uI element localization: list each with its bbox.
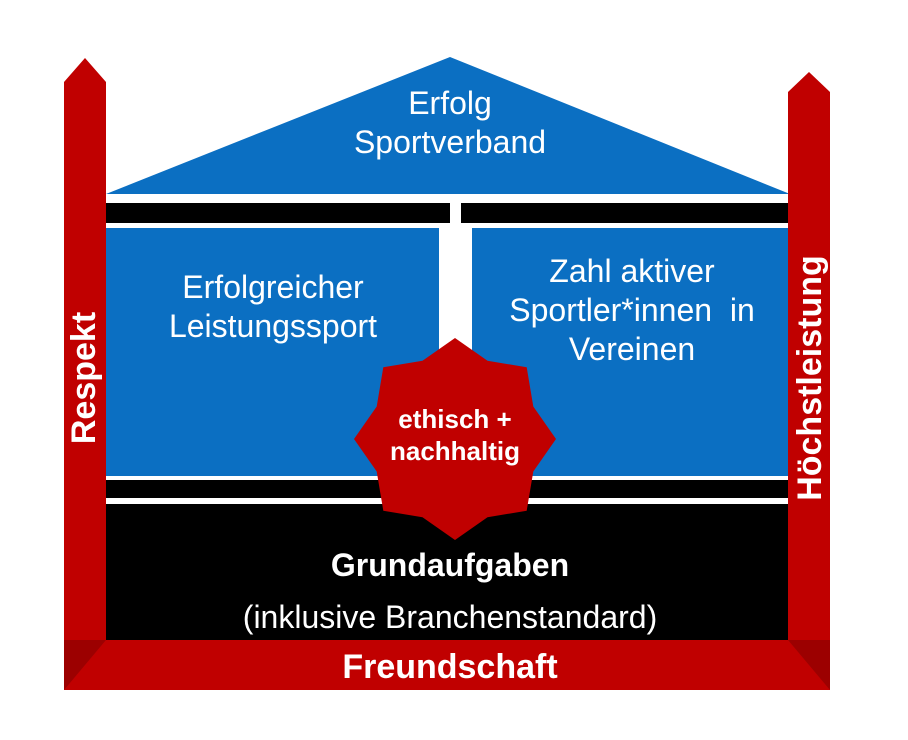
star-line-1: ethisch + <box>398 404 512 434</box>
base-title: Grundaufgaben <box>330 547 570 583</box>
pillar-left-line-2: Leistungssport <box>168 308 378 345</box>
pillar-right-line-3: Vereinen <box>568 331 696 368</box>
pillar-left-label: Erfolgreicher Leistungssport <box>108 268 438 346</box>
floor-label: Freundschaft <box>342 648 558 686</box>
beam-top-right <box>461 203 790 223</box>
beam-top-left <box>106 203 450 223</box>
pillar-right-line-2: Sportler*innen in <box>509 292 755 329</box>
column-left-label: Respekt <box>65 311 103 445</box>
base-subtitle: (inklusive Branchenstandard) <box>242 599 658 635</box>
floor-band <box>64 640 830 690</box>
roof-line-2: Sportverband <box>353 124 547 161</box>
roof <box>106 57 790 194</box>
column-right-label: Höchstleistung <box>791 255 829 501</box>
floor-bevel-left <box>64 640 106 690</box>
pillar-left-line-1: Erfolgreicher <box>182 269 364 305</box>
star-label: ethisch + nachhaltig <box>350 404 560 467</box>
roof-label: Erfolg Sportverband <box>300 84 600 162</box>
star-line-2: nachhaltig <box>389 435 520 466</box>
column-left <box>64 58 106 640</box>
pillar-right-label: Zahl aktiver Sportler*innen in Vereinen <box>472 252 792 369</box>
star-badge <box>354 338 556 540</box>
roof-line-1: Erfolg <box>408 85 492 121</box>
column-right <box>788 72 830 640</box>
pillar-right-line-1: Zahl aktiver <box>549 253 715 289</box>
floor-bevel-right <box>788 640 830 690</box>
